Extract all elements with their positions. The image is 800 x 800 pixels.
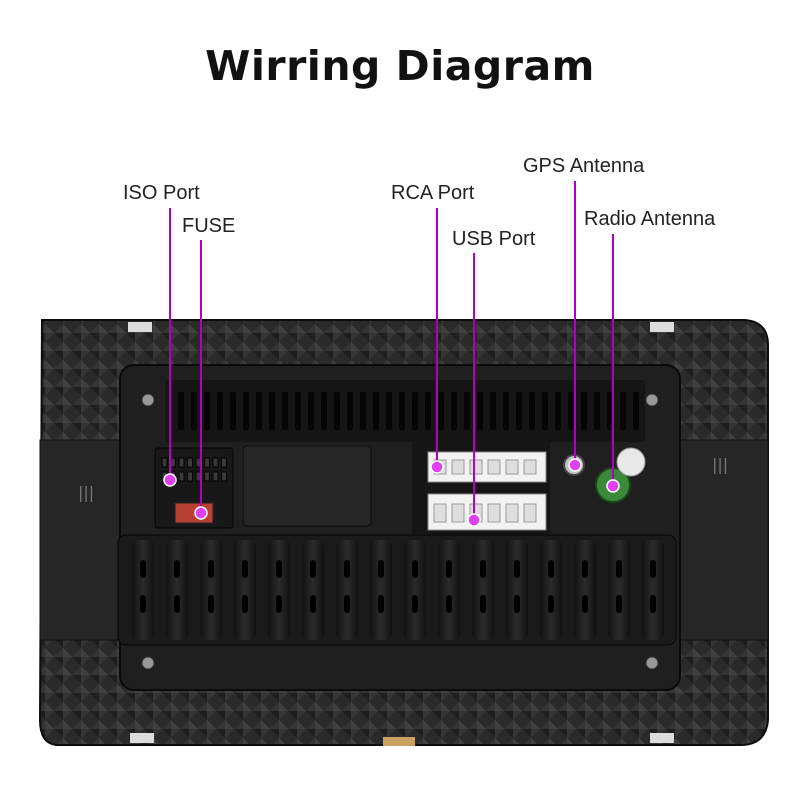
port-area: [154, 440, 646, 538]
screw: [141, 393, 155, 407]
svg-text:|||: |||: [78, 483, 94, 502]
screw: [141, 656, 155, 670]
leader-markers: [163, 458, 620, 527]
label-fuse: FUSE: [182, 215, 236, 237]
label-usb-port: USB Port: [452, 228, 536, 250]
top-vent-slots: [178, 392, 639, 430]
leader-lines: [169, 181, 614, 520]
screw: [645, 393, 659, 407]
svg-text:|||: |||: [712, 455, 728, 474]
heatsink-fins: [117, 534, 677, 646]
label-gps-antenna: GPS Antenna: [523, 155, 645, 177]
diagram-title: Wirring Diagram: [205, 42, 595, 90]
label-iso-port: ISO Port: [123, 182, 200, 204]
label-radio-antenna: Radio Antenna: [584, 208, 716, 230]
screw: [645, 656, 659, 670]
label-rca-port: RCA Port: [391, 182, 475, 204]
